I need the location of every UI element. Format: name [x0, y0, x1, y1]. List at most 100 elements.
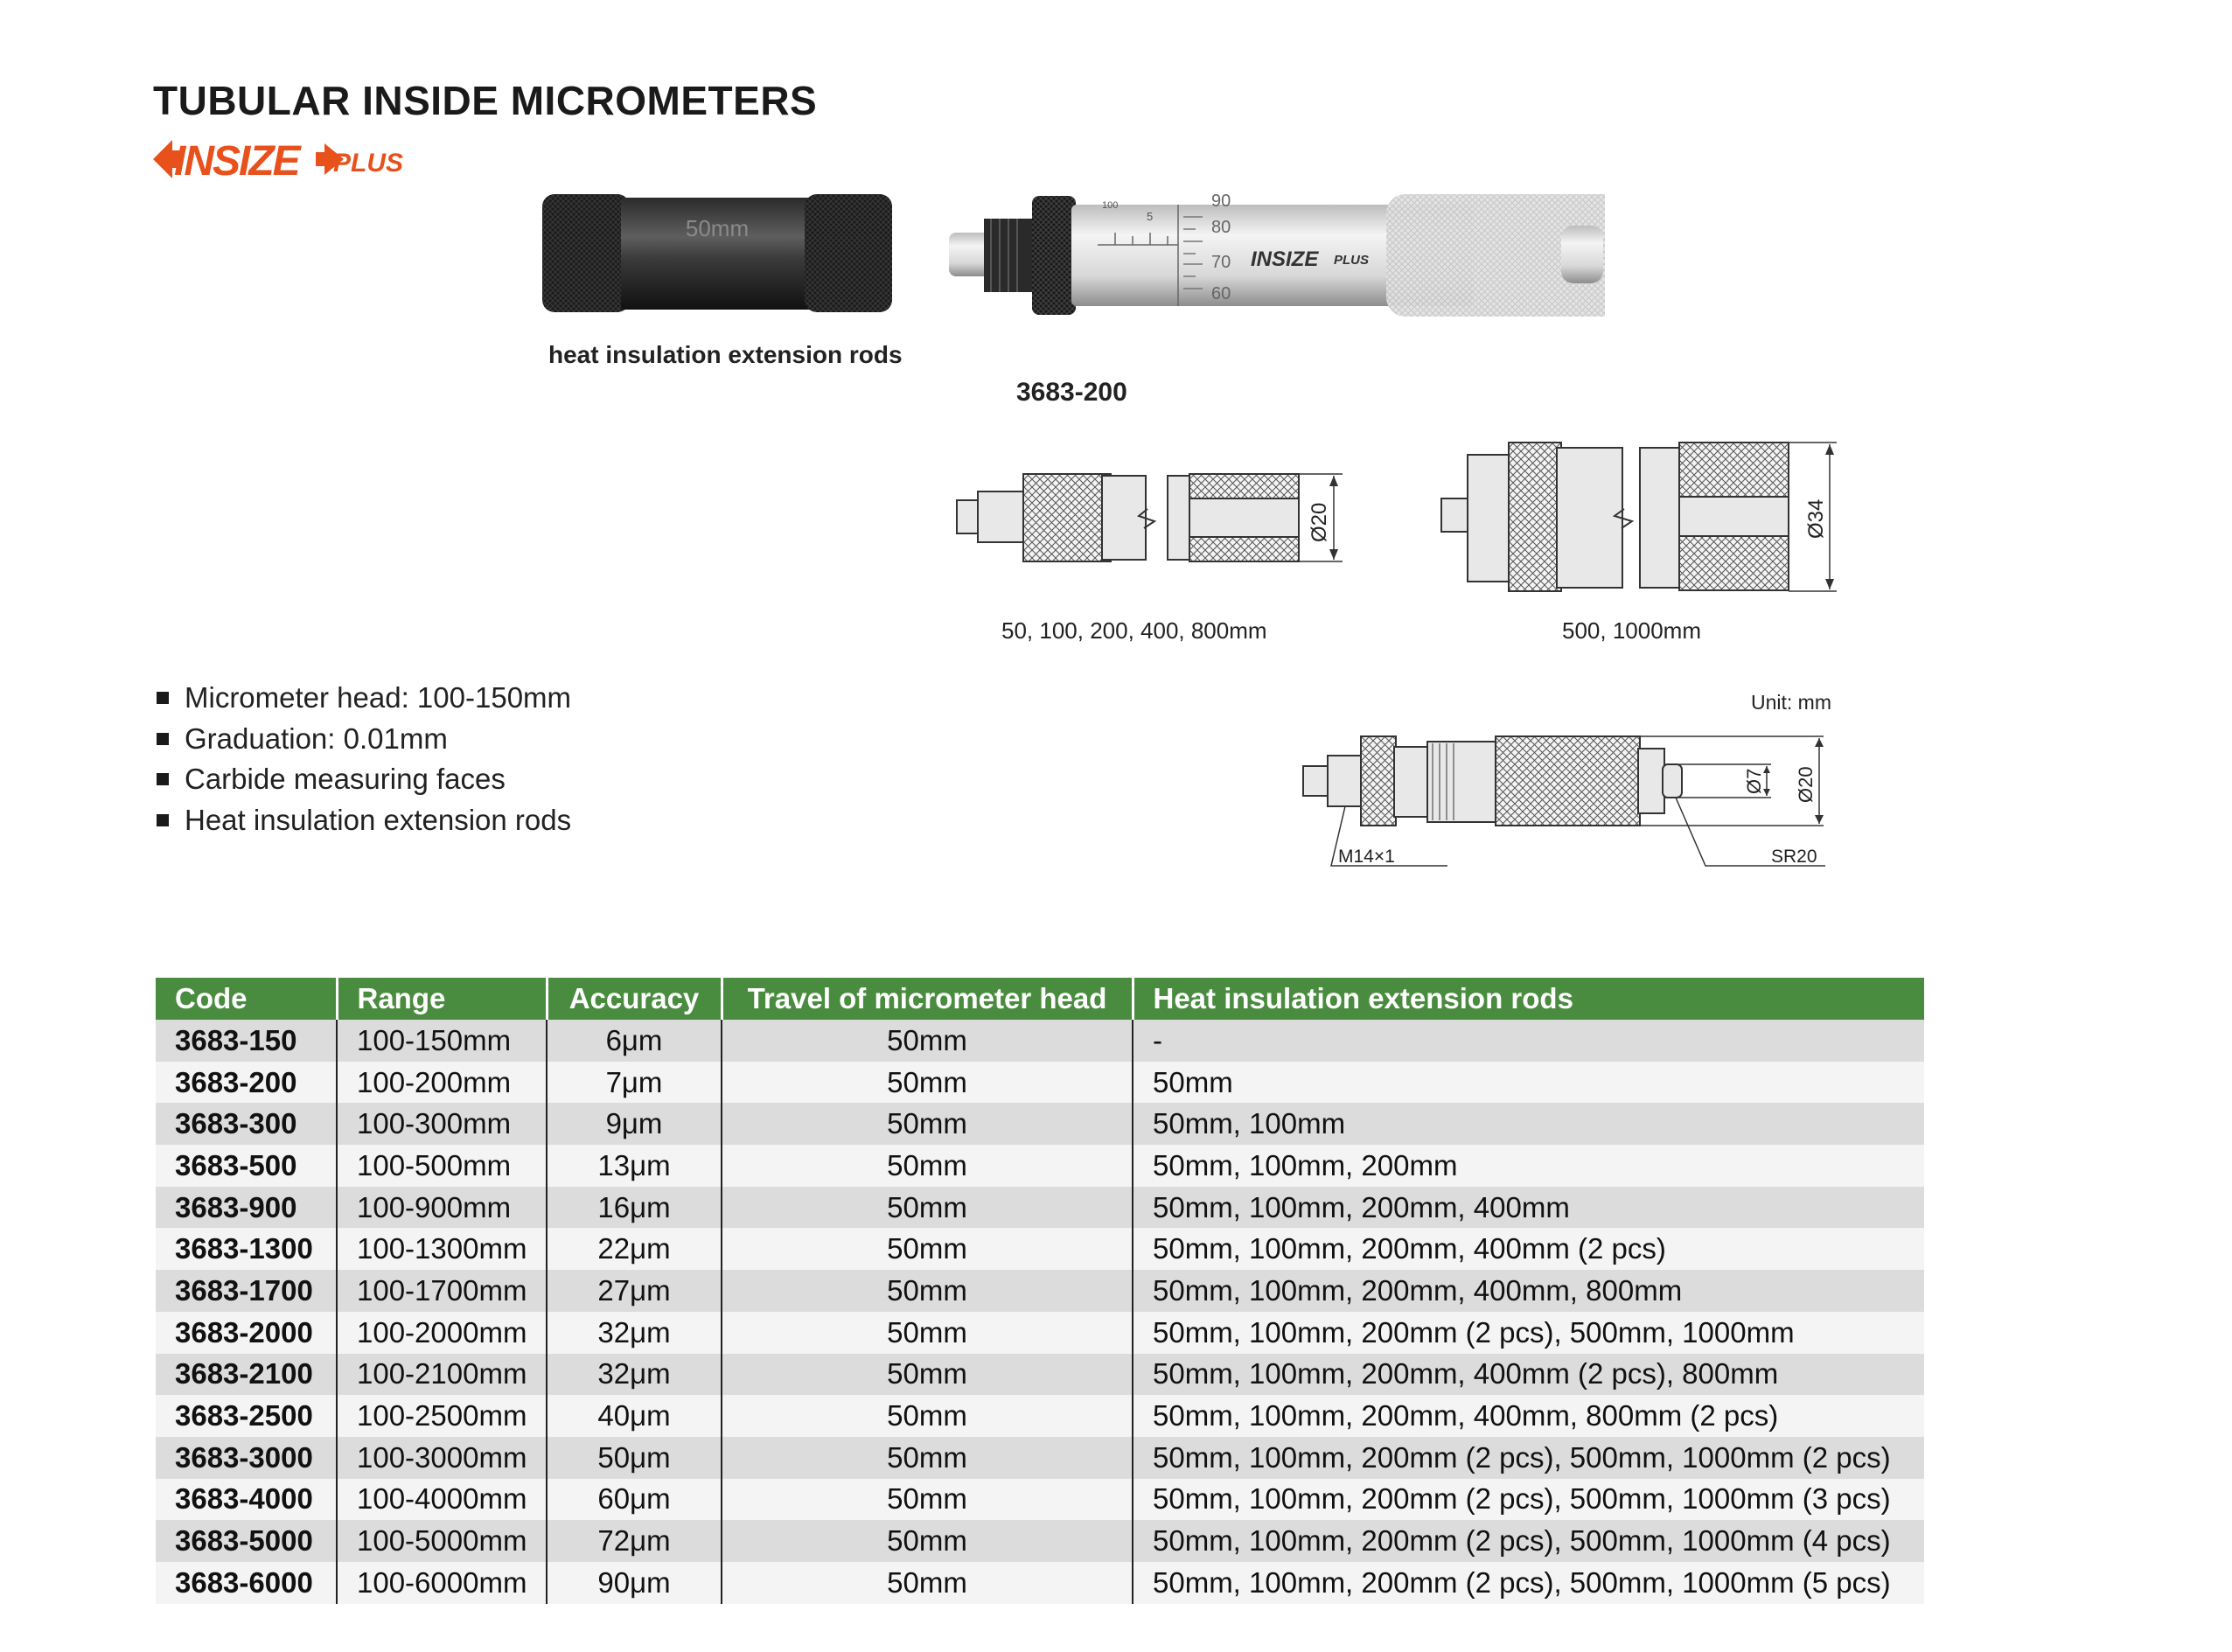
- micrometer-head-photo: 100 5 90 80 70 60 INSIZE PLUS: [949, 191, 1640, 326]
- feature-item: Heat insulation extension rods: [153, 800, 571, 841]
- brand-name: INSIZE: [174, 138, 303, 185]
- cell-accuracy: 13μm: [547, 1145, 722, 1187]
- column-header-accuracy: Accuracy: [547, 978, 723, 1020]
- cell-rods: 50mm, 100mm, 200mm (2 pcs), 500mm, 1000m…: [1133, 1436, 1924, 1479]
- feature-item: Graduation: 0.01mm: [153, 719, 571, 760]
- thimble-number-70: 70: [1211, 253, 1231, 272]
- cell-rods: 50mm, 100mm, 200mm (2 pcs), 500mm, 1000m…: [1133, 1311, 1924, 1354]
- cell-rods: 50mm, 100mm, 200mm: [1133, 1145, 1924, 1187]
- extension-rod-photo: 50mm: [542, 191, 910, 326]
- cell-travel: 50mm: [722, 1103, 1133, 1146]
- cell-accuracy: 16μm: [547, 1186, 722, 1229]
- cell-travel: 50mm: [722, 1561, 1133, 1604]
- cell-travel: 50mm: [722, 1520, 1133, 1562]
- cell-rods: 50mm, 100mm, 200mm, 400mm: [1133, 1186, 1924, 1229]
- cell-range: 100-6000mm: [337, 1561, 548, 1604]
- cell-range: 100-1300mm: [337, 1228, 548, 1271]
- column-header-range: Range: [337, 978, 548, 1020]
- cell-range: 100-300mm: [337, 1103, 548, 1146]
- cell-accuracy: 32μm: [547, 1311, 722, 1354]
- cell-rods: -: [1133, 1020, 1924, 1062]
- cell-rods: 50mm: [1133, 1061, 1924, 1104]
- cell-rods: 50mm, 100mm: [1133, 1103, 1924, 1146]
- cell-code: 3683-6000: [156, 1561, 338, 1604]
- cell-accuracy: 7μm: [547, 1061, 722, 1104]
- rod-photo-caption: heat insulation extension rods: [548, 341, 903, 368]
- cell-accuracy: 60μm: [547, 1478, 722, 1521]
- cell-accuracy: 90μm: [547, 1561, 722, 1604]
- head-model-caption: 3683-200: [1016, 378, 1127, 407]
- sleeve-number-100: 100: [1102, 200, 1118, 211]
- cell-travel: 50mm: [722, 1436, 1133, 1479]
- cell-accuracy: 40μm: [547, 1395, 722, 1437]
- cell-range: 100-2100mm: [337, 1353, 548, 1396]
- page-title: TUBULAR INSIDE MICROMETERS: [153, 78, 818, 123]
- cell-code: 3683-4000: [156, 1478, 338, 1521]
- rod-large-dia: Ø34: [1804, 499, 1828, 539]
- cell-rods: 50mm, 100mm, 200mm, 400mm (2 pcs), 800mm: [1133, 1353, 1924, 1396]
- head-brand-suffix: PLUS: [1334, 253, 1369, 268]
- cell-accuracy: 9μm: [547, 1103, 722, 1146]
- spec-table: Code Range Accuracy Travel of micrometer…: [156, 978, 1924, 1604]
- cell-code: 3683-300: [156, 1103, 338, 1146]
- column-header-travel: Travel of micrometer head: [722, 978, 1134, 1020]
- cell-range: 100-4000mm: [337, 1478, 548, 1521]
- cell-travel: 50mm: [722, 1395, 1133, 1437]
- bullet-icon: [157, 773, 169, 785]
- cell-travel: 50mm: [722, 1020, 1133, 1062]
- brand-suffix: PLUS: [333, 149, 403, 178]
- cell-travel: 50mm: [722, 1186, 1133, 1229]
- unit-label: Unit: mm: [1751, 691, 1831, 714]
- head-brand-name: INSIZE: [1251, 247, 1319, 271]
- cell-range: 100-900mm: [337, 1186, 548, 1229]
- cell-range: 100-2000mm: [337, 1311, 548, 1354]
- cell-travel: 50mm: [722, 1061, 1133, 1104]
- cell-code: 3683-2000: [156, 1311, 338, 1354]
- rod-label: 50mm: [686, 215, 749, 241]
- cell-accuracy: 72μm: [547, 1520, 722, 1562]
- cell-range: 100-500mm: [337, 1145, 548, 1187]
- cell-rods: 50mm, 100mm, 200mm, 400mm (2 pcs): [1133, 1228, 1924, 1271]
- cell-code: 3683-5000: [156, 1520, 338, 1562]
- cell-rods: 50mm, 100mm, 200mm, 400mm, 800mm: [1133, 1270, 1924, 1312]
- rod-small-caption: 50, 100, 200, 400, 800mm: [1001, 617, 1267, 644]
- cell-code: 3683-1300: [156, 1228, 338, 1271]
- cell-travel: 50mm: [722, 1270, 1133, 1312]
- bullet-icon: [157, 732, 169, 745]
- thimble-number-80: 80: [1211, 218, 1231, 237]
- cell-code: 3683-2100: [156, 1353, 338, 1396]
- brand-logo: INSIZE PLUS: [153, 133, 450, 190]
- cell-accuracy: 22μm: [547, 1228, 722, 1271]
- cell-travel: 50mm: [722, 1228, 1133, 1271]
- head-dia-large: Ø20: [1795, 766, 1817, 803]
- cell-range: 100-2500mm: [337, 1395, 548, 1437]
- cell-code: 3683-2500: [156, 1395, 338, 1437]
- rod-small-dia: Ø20: [1308, 503, 1331, 542]
- feature-list: Micrometer head: 100-150mm Graduation: 0…: [153, 678, 571, 840]
- rod-drawing-small: Ø20: [953, 464, 1364, 590]
- cell-range: 100-150mm: [337, 1020, 548, 1062]
- cell-range: 100-200mm: [337, 1061, 548, 1104]
- micrometer-head-drawing: Ø7 Ø20 M14×1 SR20: [1294, 717, 1854, 896]
- column-header-rods: Heat insulation extension rods: [1133, 978, 1924, 1020]
- cell-range: 100-1700mm: [337, 1270, 548, 1312]
- cell-accuracy: 27μm: [547, 1270, 722, 1312]
- thimble-number-90: 90: [1211, 192, 1231, 211]
- head-thread-label: M14×1: [1338, 847, 1395, 867]
- cell-accuracy: 50μm: [547, 1436, 722, 1479]
- cell-travel: 50mm: [722, 1478, 1133, 1521]
- cell-accuracy: 32μm: [547, 1353, 722, 1396]
- sleeve-number-5: 5: [1147, 210, 1153, 223]
